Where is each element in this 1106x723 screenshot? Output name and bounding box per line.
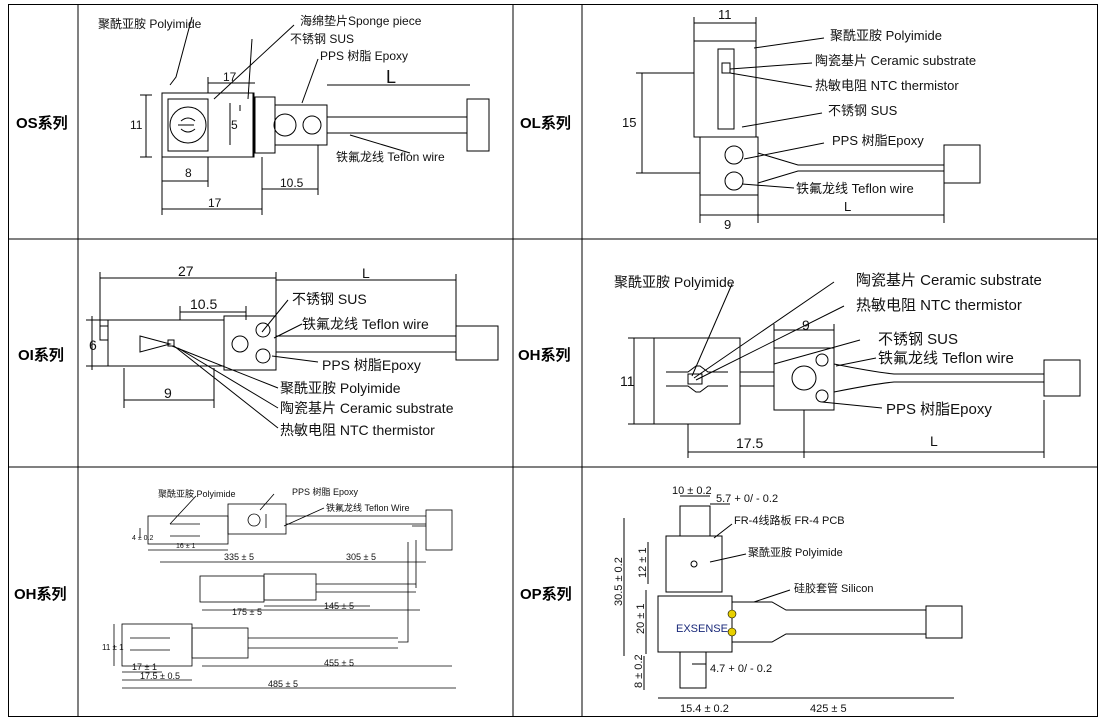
oh-dim-17-5: 17.5 [736,435,763,451]
os-drawing: 聚酰亚胺 Polyimide 海绵垫片Sponge piece 不锈钢 SUS … [80,5,504,237]
op-dim-5-7: 5.7 + 0/ - 0.2 [716,493,778,505]
ohm-callout-teflon: 铁氟龙线 Teflon Wire [326,502,410,513]
oh-callout-sus: 不锈钢 SUS [878,331,958,348]
ohm-dim-335: 335 ± 5 [224,552,254,562]
ohm-dim-305: 305 ± 5 [346,552,376,562]
oi-drawing: 不锈钢 SUS 铁氟龙线 Teflon wire PPS 树脂Epoxy 聚酰亚… [80,240,504,462]
op-dim-12: 12 ± 1 [637,547,649,578]
oh-callout-teflon: 铁氟龙线 Teflon wire [878,350,1014,367]
ol-callout-epoxy: PPS 树脂Epoxy [832,133,924,148]
ol-callout-polyimide: 聚酰亚胺 Polyimide [830,28,942,43]
op-dim-30-5: 30.5 ± 0.2 [613,557,625,606]
ol-dim-9: 9 [724,217,731,232]
op-dim-15-4: 15.4 ± 0.2 [680,703,729,715]
os-dim-8: 8 [185,166,192,180]
op-brand-label: EXSENSE [676,623,728,635]
ohm-dim-11: 11 ± 1 [102,643,124,652]
oi-dim-l: L [362,265,370,281]
op-callout-silicon: 硅胶套管 Silicon [794,581,873,595]
os-dim-10-5: 10.5 [280,176,304,190]
os-dim-11: 11 [130,118,143,132]
os-dim-l: L [386,67,396,87]
series-label-ol: OL系列 [520,115,571,132]
oh-drawing: 聚酰亚胺 Polyimide 陶瓷基片 Ceramic substrate 热敏… [584,240,1096,462]
oi-callout-polyimide: 聚酰亚胺 Polyimide [280,380,401,396]
ohm-dim-485: 485 ± 5 [268,679,298,689]
os-callout-sponge: 海绵垫片Sponge piece [300,13,422,28]
series-label-oh-multi: OH系列 [14,586,67,603]
os-callout-teflon: 铁氟龙线 Teflon wire [336,150,445,164]
ohm-dim-17: 17 ± 1 [132,662,157,672]
ol-dim-l: L [844,199,851,214]
op-dim-4-7: 4.7 + 0/ - 0.2 [710,663,772,675]
oh-multi-drawing: 聚酰亚胺 Polyimide PPS 树脂 Epoxy 铁氟龙线 Teflon … [80,466,504,718]
series-label-oh: OH系列 [518,347,571,364]
series-label-os: OS系列 [16,115,68,132]
ohm-dim-175: 175 ± 5 [232,607,262,617]
ol-dim-11: 11 [718,7,732,22]
op-dim-10: 10 ± 0.2 [672,485,712,497]
ol-callout-teflon: 铁氟龙线 Teflon wire [796,181,914,196]
op-dim-8: 8 ± 0.2 [633,654,645,688]
table-grid [8,4,1098,717]
os-dim-5: 5 [231,118,238,132]
oh-callout-epoxy: PPS 树脂Epoxy [886,401,992,418]
ohm-dim-4: 4 ± 0.2 [132,535,153,542]
oh-dim-11: 11 [620,373,635,389]
os-callout-sus: 不锈钢 SUS [290,32,354,46]
op-callout-polyimide: 聚酰亚胺 Polyimide [748,545,843,559]
oi-dim-6: 6 [89,337,97,353]
oh-dim-l: L [930,433,938,449]
series-label-oi: OI系列 [18,347,64,364]
ol-dim-15: 15 [622,115,636,130]
oi-callout-ntc: 热敏电阻 NTC thermistor [280,422,435,438]
os-dim-17-top: 17 [223,70,237,84]
ohm-dim-455: 455 ± 5 [324,658,354,668]
os-callout-epoxy: PPS 树脂 Epoxy [320,48,408,63]
oi-callout-sus: 不锈钢 SUS [292,291,367,307]
oh-callout-polyimide: 聚酰亚胺 Polyimide [614,274,735,290]
series-label-op: OP系列 [520,586,572,603]
ohm-callout-polyimide: 聚酰亚胺 Polyimide [158,488,236,499]
ohm-dim-145: 145 ± 5 [324,601,354,611]
op-callout-pcb: FR-4线路板 FR-4 PCB [734,513,845,527]
oi-callout-ceramic: 陶瓷基片 Ceramic substrate [280,400,454,416]
oi-dim-9: 9 [164,385,172,401]
oh-callout-ntc: 热敏电阻 NTC thermistor [856,297,1022,314]
oi-dim-10-5: 10.5 [190,296,217,312]
ol-callout-ntc: 热敏电阻 NTC thermistor [815,78,959,93]
op-dim-20: 20 ± 1 [635,603,647,634]
ohm-dim-16: 16 ± 1 [176,543,196,550]
ol-callout-ceramic: 陶瓷基片 Ceramic substrate [815,53,976,68]
oh-callout-ceramic: 陶瓷基片 Ceramic substrate [856,272,1042,289]
oi-callout-epoxy: PPS 树脂Epoxy [322,357,421,373]
ohm-callout-epoxy: PPS 树脂 Epoxy [292,486,359,497]
os-dim-17-bottom: 17 [208,196,222,210]
ohm-dim-17-5: 17.5 ± 0.5 [140,671,180,681]
oh-dim-9: 9 [802,317,810,333]
op-drawing: 10 ± 0.2 5.7 + 0/ - 0.2 FR-4线路板 FR-4 PCB… [584,466,1096,718]
oi-callout-teflon: 铁氟龙线 Teflon wire [302,316,429,332]
oi-dim-27: 27 [178,263,194,279]
ol-callout-sus: 不锈钢 SUS [828,103,898,118]
os-callout-polyimide: 聚酰亚胺 Polyimide [98,17,202,31]
op-dim-425: 425 ± 5 [810,703,847,715]
ol-drawing: 聚酰亚胺 Polyimide 陶瓷基片 Ceramic substrate 热敏… [584,5,1096,237]
